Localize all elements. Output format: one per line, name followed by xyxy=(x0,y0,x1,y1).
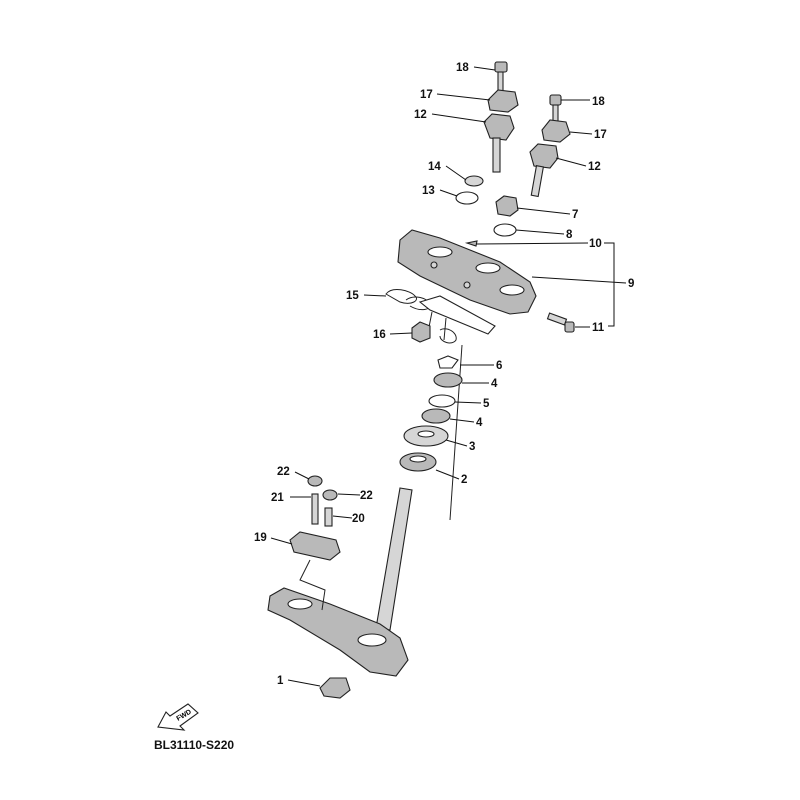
callout-4: 4 xyxy=(476,417,483,429)
callout-22: 22 xyxy=(277,466,290,478)
bearing-cover-3 xyxy=(403,425,449,447)
leader-lines xyxy=(270,66,627,687)
callout-18: 18 xyxy=(456,62,469,74)
under-bracket-stem xyxy=(267,487,413,699)
cap-22-left xyxy=(307,475,323,487)
ring-nut-4-lower xyxy=(421,408,451,424)
nut-16 xyxy=(411,321,431,343)
diagram-code: BL31110-S220 xyxy=(154,738,234,752)
bolt-11 xyxy=(546,312,575,333)
handlebar-holder-12-right xyxy=(529,143,559,198)
holder-cap-17-left xyxy=(487,89,519,113)
callout-20: 20 xyxy=(352,513,365,525)
callout-17: 17 xyxy=(420,89,433,101)
callout-3: 3 xyxy=(469,441,475,453)
callout-21: 21 xyxy=(271,492,284,504)
callout-17: 17 xyxy=(594,129,607,141)
callout-4: 4 xyxy=(491,378,498,390)
callout-1: 1 xyxy=(277,675,284,687)
bolt-20 xyxy=(322,489,338,527)
callout-13: 13 xyxy=(422,185,435,197)
nut-7 xyxy=(495,195,519,217)
damper-8 xyxy=(493,223,517,237)
callout-14: 14 xyxy=(428,161,441,173)
callout-15: 15 xyxy=(346,290,359,302)
callout-9: 9 xyxy=(628,278,634,290)
upper-bracket-9 xyxy=(397,229,537,315)
callout-11: 11 xyxy=(592,322,605,334)
callout-5: 5 xyxy=(483,398,490,410)
rubber-washer-5 xyxy=(428,394,456,408)
callout-7: 7 xyxy=(572,209,578,221)
callout-2: 2 xyxy=(461,474,467,486)
plate-10 xyxy=(464,240,478,247)
handlebar-holder-12-left xyxy=(483,113,515,173)
bolt-18-right xyxy=(549,94,562,124)
callout-12: 12 xyxy=(414,109,427,121)
bearing-2 xyxy=(399,452,437,472)
cable-guide-15 xyxy=(385,289,496,344)
fwd-arrow-icon: FWD xyxy=(157,703,199,731)
callout-22: 22 xyxy=(360,490,373,502)
callout-16: 16 xyxy=(373,329,386,341)
callout-6: 6 xyxy=(496,360,502,372)
callout-19: 19 xyxy=(254,532,267,544)
holder-cap-17-right xyxy=(541,119,571,143)
damper-13 xyxy=(455,191,479,205)
ring-nut-4-upper xyxy=(433,372,463,388)
cable-holder-19 xyxy=(289,531,341,561)
callout-10: 10 xyxy=(589,238,602,250)
callout-labels: 18 17 12 14 13 18 17 12 7 8 10 9 11 15 1… xyxy=(254,62,634,687)
callout-18: 18 xyxy=(592,96,605,108)
callout-12: 12 xyxy=(588,161,601,173)
callout-8: 8 xyxy=(566,229,573,241)
lock-washer-6 xyxy=(437,355,459,369)
bolt-21 xyxy=(311,493,319,525)
bolt-18-left xyxy=(494,61,508,93)
washer-14 xyxy=(464,175,484,187)
